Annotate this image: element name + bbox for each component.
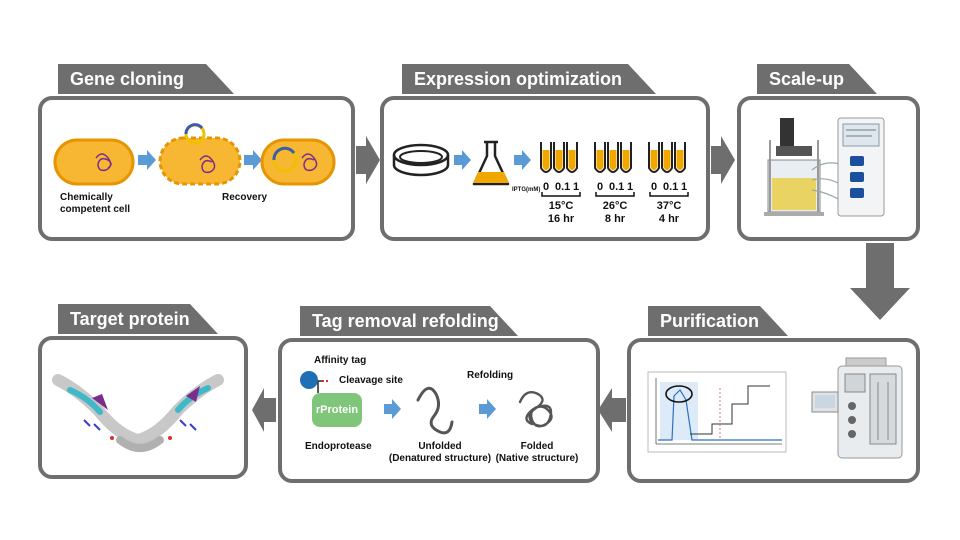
culture-tube bbox=[540, 142, 552, 173]
stage-arrow-icon bbox=[356, 136, 380, 184]
target-protein-panel bbox=[38, 336, 248, 479]
stage-arrow-icon bbox=[598, 388, 626, 432]
cleavage-site-label: Cleavage site bbox=[339, 375, 403, 386]
refolding-label: Refolding bbox=[467, 370, 514, 381]
culture-medium bbox=[676, 150, 684, 170]
petri-dish-icon bbox=[392, 143, 450, 177]
culture-tube bbox=[620, 142, 632, 173]
tag-removal-title: Tag removal refolding bbox=[300, 306, 518, 336]
culture-medium bbox=[568, 150, 576, 170]
flow-arrow-icon bbox=[138, 150, 156, 170]
chromatogram-icon bbox=[647, 371, 787, 453]
culture-medium bbox=[663, 150, 671, 170]
culture-medium bbox=[596, 150, 604, 170]
competent-cell-icon bbox=[53, 138, 135, 186]
endoprotease-label: Endoprotease bbox=[305, 441, 372, 452]
protein-structure-icon bbox=[52, 374, 224, 452]
culture-tube bbox=[594, 142, 606, 173]
flow-arrow-icon bbox=[514, 150, 531, 170]
recovery-cell-icon bbox=[158, 123, 242, 186]
time-label: 16 hr bbox=[547, 213, 575, 225]
culture-medium bbox=[609, 150, 617, 170]
iptg-value: 0 bbox=[651, 181, 658, 193]
flow-arrow-icon bbox=[454, 150, 471, 170]
transformed-cell-icon bbox=[260, 138, 336, 186]
affinity-tag-label: Affinity tag bbox=[314, 355, 367, 366]
culture-tube bbox=[661, 142, 673, 173]
expression-title: Expression optimization bbox=[402, 64, 656, 94]
iptg-value: 0 bbox=[597, 181, 604, 193]
folded-label: Folded (Native structure) bbox=[495, 441, 579, 464]
culture-tubes-icon bbox=[540, 142, 686, 173]
iptg-label: IPTG(mM) bbox=[512, 187, 541, 193]
rprotein-label: rProtein bbox=[315, 404, 359, 416]
iptg-value: 0.1 bbox=[609, 181, 625, 193]
culture-tube bbox=[607, 142, 619, 173]
culture-medium bbox=[542, 150, 550, 170]
fplc-system-icon bbox=[811, 357, 903, 459]
culture-tube bbox=[553, 142, 565, 173]
rprotein-icon bbox=[300, 371, 362, 427]
unfolded-label: Unfolded (Denatured structure) bbox=[388, 441, 492, 464]
flow-arrow-icon bbox=[244, 150, 262, 170]
iptg-value: 1 bbox=[627, 181, 634, 193]
temperature-label: 37°C bbox=[656, 200, 682, 212]
bioreactor-icon bbox=[764, 117, 885, 217]
iptg-value: 0 bbox=[543, 181, 550, 193]
culture-medium bbox=[555, 150, 563, 170]
time-label: 8 hr bbox=[604, 213, 626, 225]
target-protein-title: Target protein bbox=[58, 304, 218, 334]
iptg-value: 0.1 bbox=[555, 181, 571, 193]
gene-cloning-title: Gene cloning bbox=[58, 64, 234, 94]
scale-up-title: Scale-up bbox=[757, 64, 877, 94]
flow-arrow-icon bbox=[479, 399, 496, 419]
unfolded-protein-icon bbox=[416, 386, 454, 435]
iptg-value: 0.1 bbox=[663, 181, 679, 193]
flask-icon bbox=[472, 140, 510, 186]
recovery-label: Recovery bbox=[222, 192, 268, 203]
flow-arrow-icon bbox=[384, 399, 401, 419]
temperature-label: 26°C bbox=[602, 200, 628, 212]
iptg-value: 1 bbox=[681, 181, 688, 193]
culture-tube bbox=[648, 142, 660, 173]
folded-protein-icon bbox=[518, 391, 553, 428]
culture-medium bbox=[622, 150, 630, 170]
culture-medium bbox=[650, 150, 658, 170]
culture-tube bbox=[566, 142, 578, 173]
chemically-competent-label: Chemically competent cell bbox=[60, 192, 131, 215]
time-label: 4 hr bbox=[658, 213, 680, 225]
culture-tube bbox=[674, 142, 686, 173]
temperature-label: 15°C bbox=[548, 200, 574, 212]
stage-arrow-icon bbox=[711, 136, 735, 184]
stage-arrow-icon bbox=[252, 388, 276, 432]
stage-arrow-icon bbox=[850, 243, 910, 320]
iptg-value: 1 bbox=[573, 181, 580, 193]
